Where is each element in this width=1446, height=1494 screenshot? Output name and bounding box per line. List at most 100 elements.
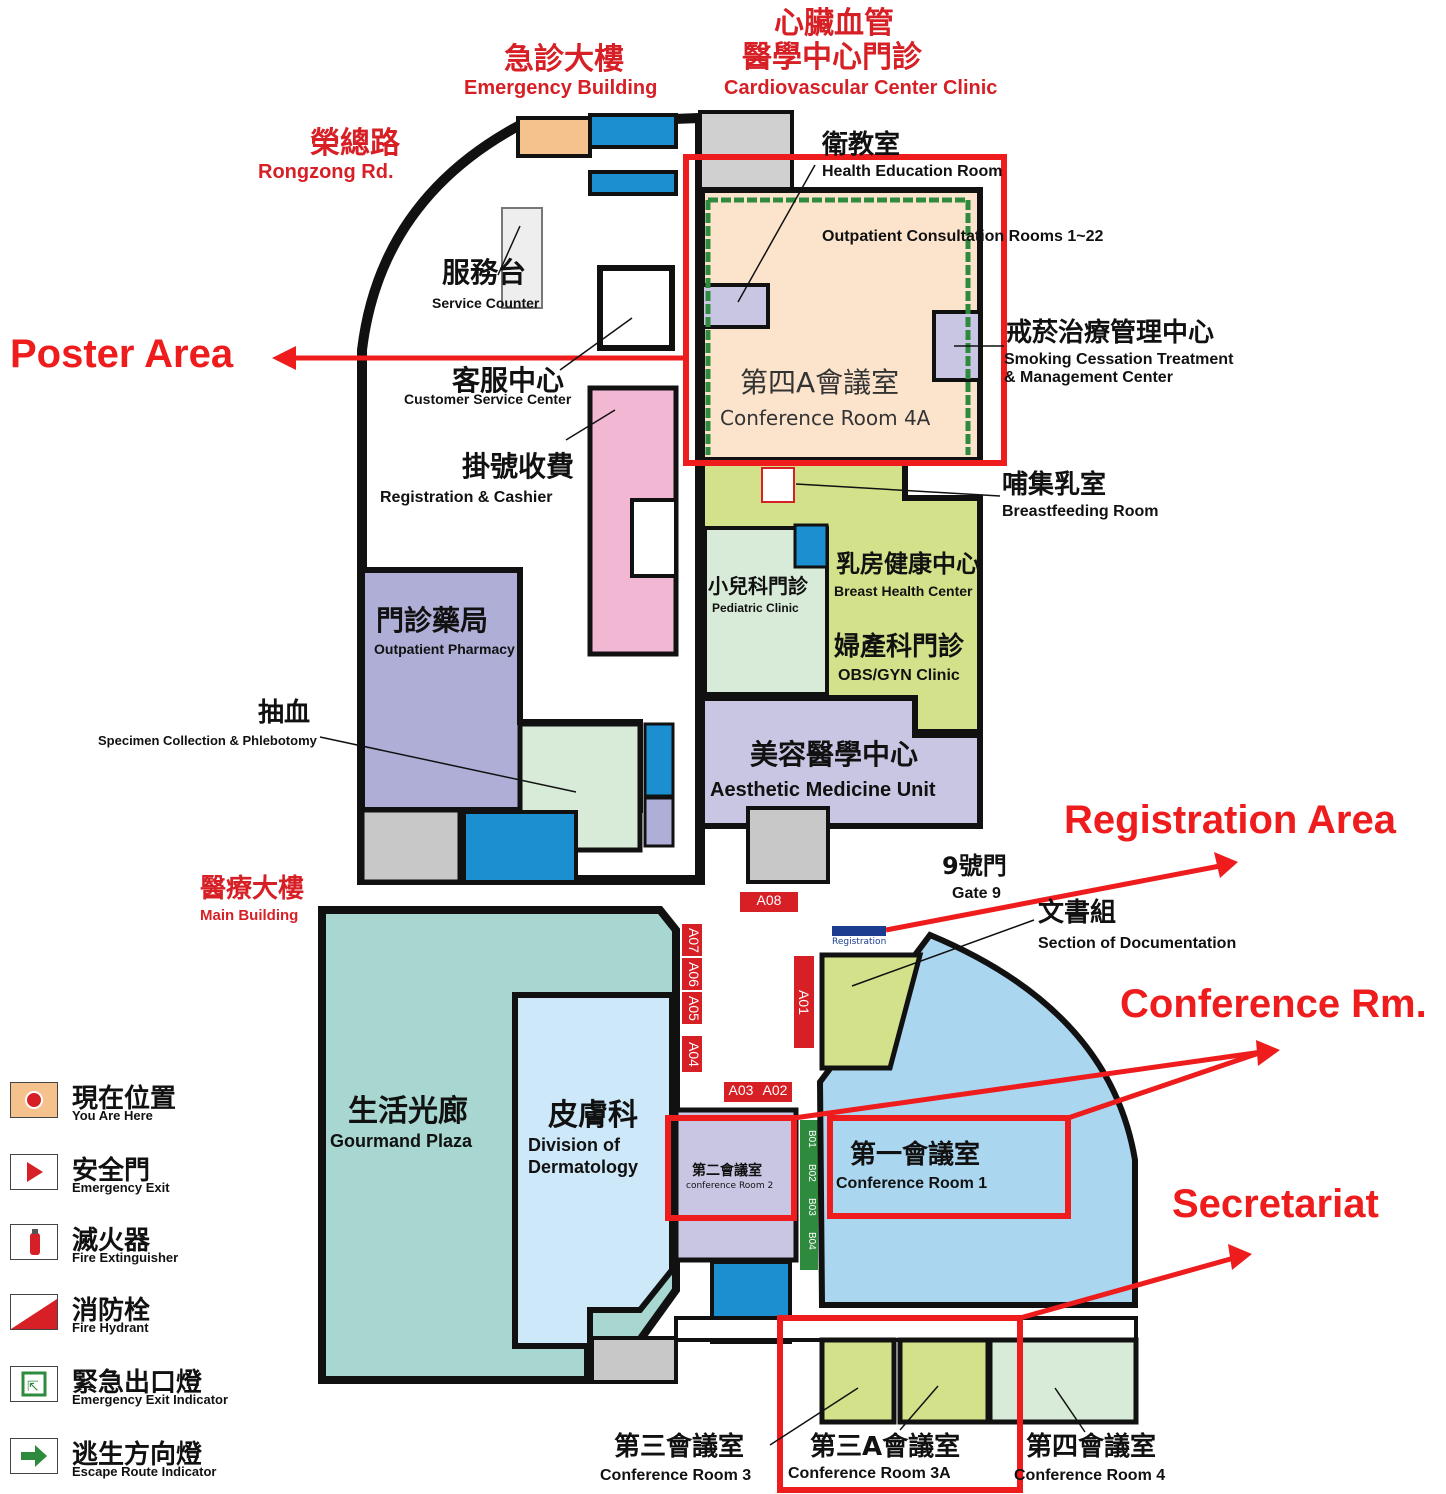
aesthetic-zh: 美容醫學中心 (750, 738, 919, 771)
booth-a07[interactable]: A07 (682, 924, 702, 956)
pharmacy-en: Outpatient Pharmacy (374, 641, 515, 657)
highlight-conf4a (683, 154, 1007, 466)
restroom-peds (793, 523, 829, 569)
obs-zh: 婦產科門診 (834, 632, 965, 662)
service-counter-en: Service Counter (432, 295, 540, 311)
service-counter-zh: 服務台 (442, 256, 527, 289)
rongzong-zh: 榮總路 (310, 126, 400, 161)
aesthetic-en: Aesthetic Medicine Unit (710, 779, 936, 801)
obs-en: OBS/GYN Clinic (838, 667, 960, 684)
cardio-en: Cardiovascular Center Clinic (724, 77, 998, 99)
conf3-zh[interactable]: 第三會議室 (614, 1432, 745, 1462)
legend-label-zh: 安全門 (72, 1156, 151, 1186)
conf4a-en[interactable]: Conference Room 4A (720, 406, 931, 430)
booth-b03[interactable]: B03 (801, 1192, 817, 1222)
registration-cashier-zh: 掛號收費 (462, 450, 575, 483)
booth-a02[interactable]: A02 (758, 1082, 792, 1102)
customer-service-zh: 客服中心 (452, 364, 565, 397)
conf2-en[interactable]: conference Room 2 (686, 1181, 774, 1191)
gourmand-en: Gourmand Plaza (330, 1131, 473, 1151)
fire-extinguisher-icon (10, 1224, 58, 1260)
conf4-block (987, 1337, 1139, 1425)
conf3a-zh[interactable]: 第三A會議室 (810, 1432, 961, 1462)
you-are-here-icon (10, 1082, 58, 1118)
conf4-zh[interactable]: 第四會議室 (1026, 1432, 1157, 1462)
conf2-block (673, 1107, 799, 1263)
legend-label-en: Escape Route Indicator (72, 1464, 217, 1479)
aesthetic-block (699, 695, 983, 829)
conf4-en[interactable]: Conference Room 4 (1014, 1467, 1166, 1484)
conf3-block (819, 1337, 897, 1425)
registration-arrow (885, 863, 1221, 933)
booth-a08[interactable]: A08 (740, 892, 798, 912)
pharmacy-zh: 門診藥局 (376, 604, 489, 637)
derm-en1: Division of (528, 1135, 621, 1155)
health-edu-en: Health Education Room (822, 163, 1003, 180)
booth-a03[interactable]: A03 (724, 1082, 758, 1102)
convenience-store (516, 116, 592, 158)
legend-label-zh: 消防栓 (72, 1296, 151, 1326)
booth-a01[interactable]: A01 (794, 956, 814, 1048)
conf1-zh[interactable]: 第一會議室 (850, 1140, 981, 1170)
outpatient-en: Outpatient Consultation Rooms 1~22 (822, 228, 1104, 245)
blood-zh: 抽血 (258, 698, 311, 728)
conf4a-zh[interactable]: 第四A會議室 (740, 366, 900, 399)
fire-hydrant-icon (10, 1294, 58, 1330)
main-building-en: Main Building (200, 907, 299, 924)
poster-area-callout: Poster Area (10, 332, 234, 376)
booth-a05[interactable]: A05 (682, 992, 702, 1024)
lavender-small (643, 796, 675, 848)
registration-desk-label[interactable]: Registration (832, 937, 887, 947)
restroom-top (588, 113, 678, 149)
gate9-en: Gate 9 (952, 885, 1001, 902)
booth-b02[interactable]: B02 (801, 1158, 817, 1188)
derm-zh: 皮膚科 (548, 1098, 638, 1133)
legend-label-en: Fire Hydrant (72, 1320, 149, 1335)
smoking-en1: Smoking Cessation Treatment (1004, 351, 1234, 368)
grey-block-mid (746, 806, 830, 884)
conf3a-en[interactable]: Conference Room 3A (788, 1465, 951, 1482)
legend-fire-extinguisher: 滅火器 Fire Extinguisher (10, 1220, 250, 1268)
escape-route-icon (10, 1438, 58, 1474)
registration-area-callout: Registration Area (1064, 798, 1396, 842)
cardio-zh-line2: 醫學中心門診 (742, 40, 922, 75)
conf3-en[interactable]: Conference Room 3 (600, 1467, 752, 1484)
legend-label-zh: 滅火器 (72, 1226, 151, 1256)
stairs-bottom (590, 1336, 678, 1384)
documentation-zh: 文書組 (1038, 898, 1117, 928)
registration-desk (832, 926, 886, 936)
elevator-block (597, 265, 675, 351)
breastfeeding-icon-box (761, 467, 795, 503)
conf2-zh[interactable]: 第二會議室 (692, 1163, 762, 1179)
booth-b01[interactable]: B01 (801, 1124, 817, 1154)
legend-fire-hydrant: 消防栓 Fire Hydrant (10, 1290, 250, 1338)
legend-label-en: Emergency Exit (72, 1180, 170, 1195)
booth-a06[interactable]: A06 (682, 958, 702, 990)
breastfeeding-en: Breastfeeding Room (1002, 503, 1159, 520)
derm-en2: Dermatology (528, 1157, 639, 1177)
booth-a04[interactable]: A04 (682, 1036, 702, 1072)
highlight-conf2 (665, 1115, 797, 1221)
exit-indicator-icon: ⇱ (10, 1366, 58, 1402)
gourmand-zh: 生活光廊 (348, 1094, 468, 1129)
highlight-conf1 (827, 1115, 1071, 1219)
conference-arrow-a (793, 1049, 1263, 1121)
highlight-secretariat (777, 1315, 1023, 1493)
conference-rm-callout: Conference Rm. (1120, 982, 1427, 1026)
conf1-en[interactable]: Conference Room 1 (836, 1175, 988, 1192)
smoking-en2: & Management Center (1004, 369, 1173, 386)
grey-block-left (359, 807, 463, 885)
booth-b04[interactable]: B04 (801, 1226, 817, 1256)
emergency-building-en: Emergency Building (464, 77, 658, 99)
bottom-corridor (674, 1316, 1138, 1342)
svg-text:⇱: ⇱ (27, 1379, 39, 1395)
cardio-corridor (698, 110, 794, 194)
stairs-mid (630, 498, 678, 578)
pediatric-en: Pediatric Clinic (712, 601, 799, 615)
legend-label-en: Emergency Exit Indicator (72, 1392, 229, 1407)
breastfeeding-zh: 哺集乳室 (1002, 470, 1107, 500)
pediatric-zh: 小兒科門診 (708, 574, 808, 598)
main-building-zh: 醫療大樓 (200, 874, 305, 904)
conf3a-block (897, 1337, 991, 1425)
emergency-building-zh: 急診大樓 (504, 42, 624, 77)
